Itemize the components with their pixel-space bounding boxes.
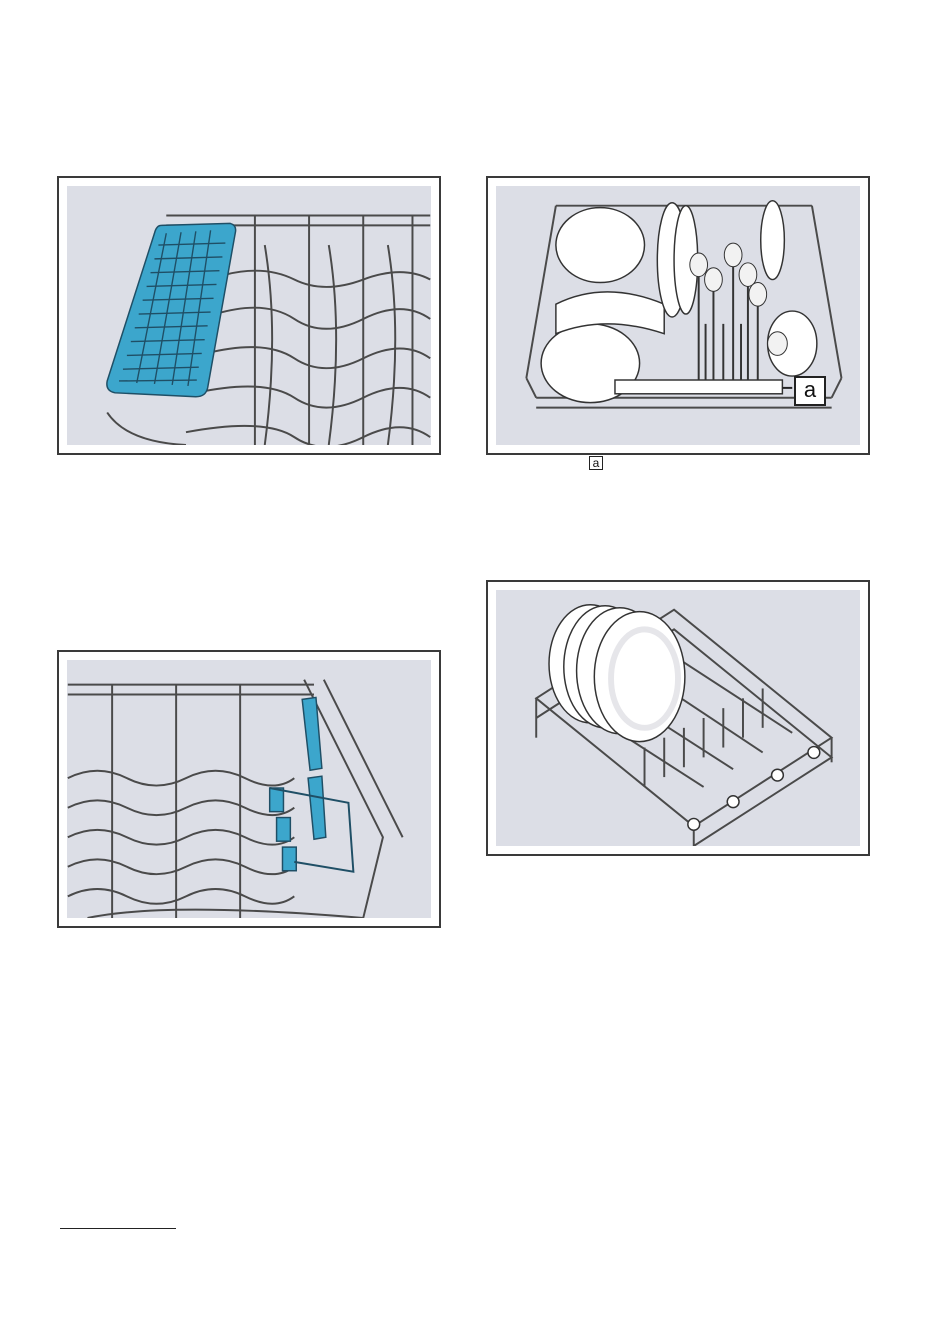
basket-cutlery-tray-icon xyxy=(67,186,431,445)
folding-racks-icon xyxy=(67,660,431,918)
figure-cutlery-tray xyxy=(57,176,441,455)
figure-loaded-basket: a xyxy=(486,176,870,455)
figure-panel xyxy=(67,660,431,918)
figure-folding-racks xyxy=(57,650,441,928)
callout-label-a: a xyxy=(794,376,826,406)
loaded-basket-icon xyxy=(496,186,860,445)
footnote-rule xyxy=(60,1228,176,1229)
figure-lower-basket xyxy=(486,580,870,856)
figure-panel xyxy=(67,186,431,445)
figure-panel: a xyxy=(496,186,860,445)
legend-marker-a: a xyxy=(589,456,603,470)
figure-panel xyxy=(496,590,860,846)
lower-basket-plates-icon xyxy=(496,590,860,846)
